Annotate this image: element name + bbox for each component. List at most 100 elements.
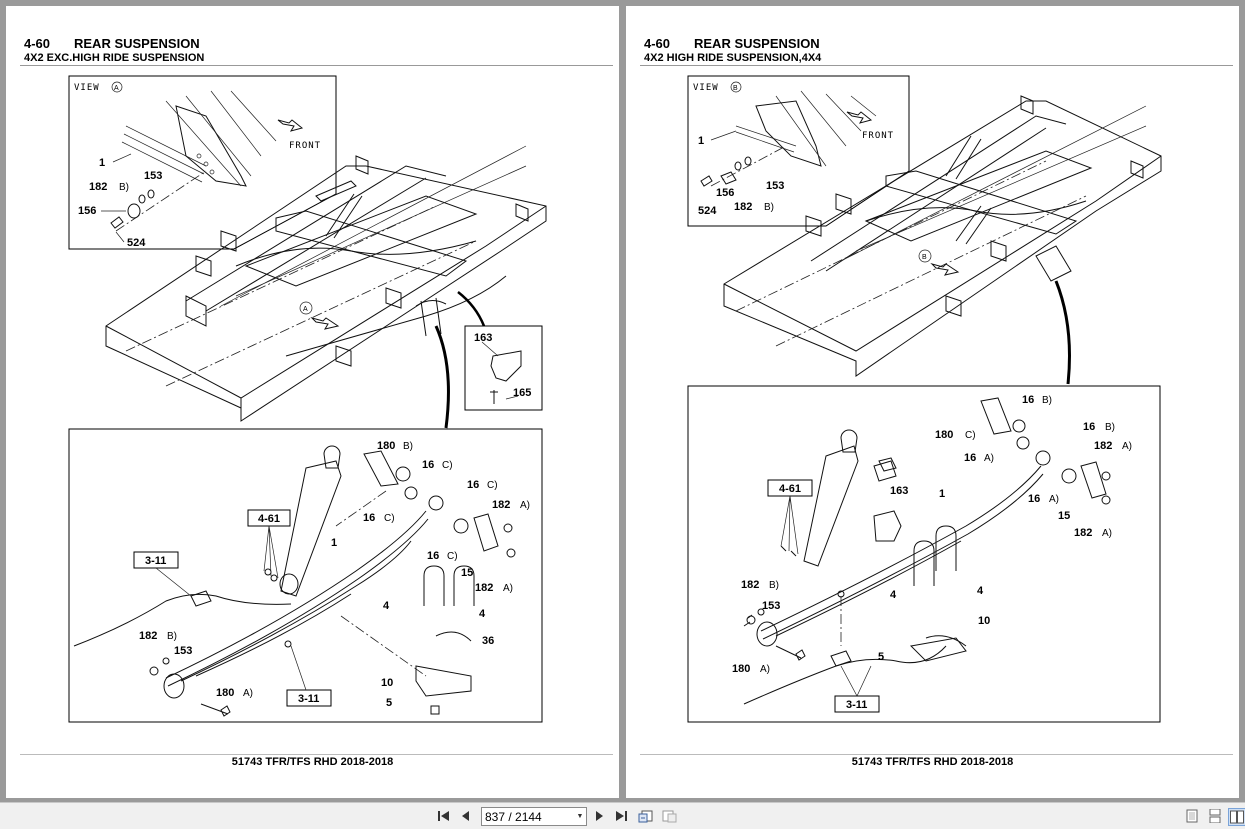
chassis-frame [105, 145, 547, 422]
callout-180-a-suffix: A) [243, 688, 253, 699]
svg-text:3-11: 3-11 [145, 555, 166, 567]
section-title: REAR SUSPENSION [74, 36, 200, 51]
callout-182: 182 [734, 201, 752, 213]
callout-16-c3: 16 [363, 512, 375, 524]
callout-180-a-suffix: A) [760, 664, 770, 675]
suspension-diagram: VIEW A FRONT 1 153 182 B) 156 524 [68, 75, 547, 723]
back-view-icon[interactable] [638, 808, 654, 824]
page-number-input[interactable] [482, 809, 574, 824]
footer-rule [20, 754, 613, 755]
callout-182-b2: 182 [139, 630, 157, 642]
callout-163: 163 [890, 485, 908, 497]
section-number: 4-60 [24, 36, 51, 51]
leaf-spring-parts [743, 397, 1111, 705]
view-label: VIEW [74, 83, 100, 93]
page-footer: 51743 TFR/TFS RHD 2018-2018 [851, 756, 1014, 768]
callout-16-c2-suffix: C) [487, 480, 498, 491]
callout-180-b-suffix: B) [403, 441, 413, 452]
callout-153-b: 153 [762, 600, 780, 612]
two-page-icon[interactable] [1228, 808, 1245, 826]
callout-15: 15 [461, 567, 473, 579]
frame-mark: B [922, 254, 927, 261]
callout-163: 163 [474, 332, 492, 344]
view-mark: B [733, 85, 738, 92]
front-label: FRONT [289, 141, 321, 151]
page-footer: 51743 TFR/TFS RHD 2018-2018 [231, 756, 394, 768]
first-page-icon[interactable] [436, 808, 452, 824]
callout-16-a2-suffix: A) [1049, 494, 1059, 505]
callout-15: 15 [1058, 510, 1070, 522]
view-label: VIEW [693, 83, 719, 93]
single-page-icon[interactable] [1184, 808, 1200, 824]
callout-182-a2: 182 [475, 582, 493, 594]
callout-5: 5 [386, 697, 392, 709]
view-mark: A [114, 85, 119, 92]
page-title: 4-60 REAR SUSPENSION [644, 36, 820, 51]
callout-182-a1-suffix: A) [1122, 441, 1132, 452]
ref-3-11-lower[interactable]: 3-11 [286, 689, 332, 707]
forward-view-icon[interactable] [661, 808, 677, 824]
page-number-field[interactable]: ▼ [481, 807, 587, 826]
callout-180-b: 180 [377, 440, 395, 452]
callout-524: 524 [127, 237, 146, 249]
callout-1: 1 [99, 157, 105, 169]
callout-156: 156 [716, 187, 734, 199]
callout-182-b2-suffix: B) [769, 580, 779, 591]
header-rule [20, 65, 613, 66]
svg-text:4-61: 4-61 [779, 483, 801, 495]
catalog-page-right: 4-60 REAR SUSPENSION 4X2 HIGH RIDE SUSPEN… [626, 6, 1239, 798]
callout-4a: 4 [890, 589, 897, 601]
callout-182-a1-suffix: A) [520, 500, 530, 511]
ref-4-61[interactable]: 4-61 [247, 509, 291, 527]
callout-182-a2-suffix: A) [503, 583, 513, 594]
callout-180-a: 180 [732, 663, 750, 675]
svg-text:3-11: 3-11 [298, 693, 319, 705]
section-title: REAR SUSPENSION [694, 36, 820, 51]
footer-rule [640, 754, 1233, 755]
callout-182-a2-suffix: A) [1102, 528, 1112, 539]
callout-153: 153 [766, 180, 784, 192]
callout-524: 524 [698, 205, 717, 217]
last-page-icon[interactable] [613, 808, 629, 824]
callout-182-a1: 182 [492, 499, 510, 511]
callout-16-b2-suffix: B) [1105, 422, 1115, 433]
callout-16-c1: 16 [422, 459, 434, 471]
callout-153: 153 [144, 170, 162, 182]
ref-4-61[interactable]: 4-61 [767, 479, 813, 497]
ref-3-11-upper[interactable]: 3-11 [133, 551, 179, 569]
callout-16-a2: 16 [1028, 493, 1040, 505]
callout-153-b: 153 [174, 645, 192, 657]
callout-165: 165 [513, 387, 531, 399]
leaf-spring-exploded-view [68, 428, 543, 723]
callout-182: 182 [89, 181, 107, 193]
leaf-spring-exploded-view [687, 385, 1161, 723]
prev-page-icon[interactable] [458, 808, 474, 824]
ref-3-11[interactable]: 3-11 [834, 695, 880, 713]
callout-1: 1 [698, 135, 704, 147]
page-subtitle: 4X2 HIGH RIDE SUSPENSION,4X4 [644, 52, 822, 64]
callout-16-c3-suffix: C) [384, 513, 395, 524]
callout-16-c4: 16 [427, 550, 439, 562]
continuous-page-icon[interactable] [1207, 808, 1223, 824]
chassis-frame [723, 95, 1162, 377]
next-page-icon[interactable] [591, 808, 607, 824]
callout-1-spring: 1 [939, 488, 945, 500]
callout-16-b1: 16 [1022, 394, 1034, 406]
callout-182-a2: 182 [1074, 527, 1092, 539]
callout-16-c4-suffix: C) [447, 551, 458, 562]
view-b-inset: VIEW B FRONT [687, 75, 910, 227]
view-a-inset: VIEW A FRONT [68, 75, 337, 250]
callout-4b: 4 [479, 608, 486, 620]
callout-16-a1-suffix: A) [984, 453, 994, 464]
callout-10: 10 [381, 677, 393, 689]
callout-16-b1-suffix: B) [1042, 395, 1052, 406]
page-title: 4-60 REAR SUSPENSION [24, 36, 200, 51]
callout-182-b2: 182 [741, 579, 759, 591]
section-number: 4-60 [644, 36, 671, 51]
front-label: FRONT [862, 131, 894, 141]
callout-4b: 4 [977, 585, 984, 597]
chevron-down-icon[interactable]: ▼ [576, 813, 584, 820]
callout-1-spring: 1 [331, 537, 337, 549]
callout-16-c1-suffix: C) [442, 460, 453, 471]
